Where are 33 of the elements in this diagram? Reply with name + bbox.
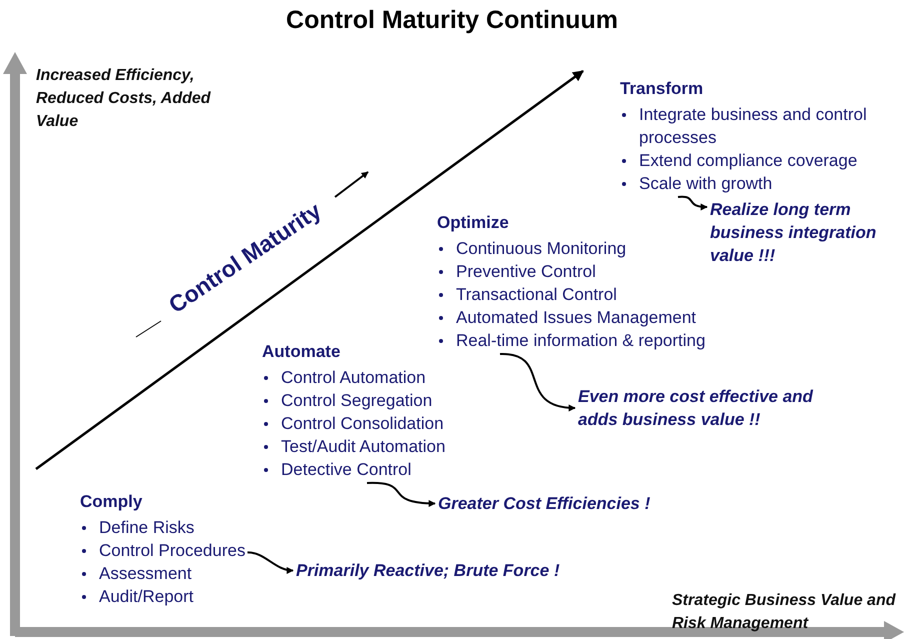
bullet-text: Real-time information & reporting bbox=[456, 331, 706, 350]
bullet-text: Test/Audit Automation bbox=[281, 437, 446, 456]
curved-arrow bbox=[500, 353, 576, 411]
stage-heading: Transform bbox=[620, 79, 704, 99]
bullet-text: Detective Control bbox=[281, 460, 412, 479]
stage-heading: Comply bbox=[80, 492, 142, 512]
bullet-text: Control Consolidation bbox=[281, 414, 444, 433]
bullet-text: Extend compliance coverage bbox=[639, 151, 858, 170]
curved-arrow bbox=[247, 551, 294, 574]
bullet-text: Control Automation bbox=[281, 368, 426, 387]
bullet-text: Define Risks bbox=[99, 518, 194, 537]
title: Control Maturity Continuum bbox=[285, 6, 619, 35]
bullet-text: Scale with growth bbox=[639, 174, 772, 193]
bullet-text: Automated Issues Management bbox=[456, 308, 696, 327]
outcome-text: Even more cost effective and adds business value !! bbox=[578, 385, 846, 431]
stage-heading: Automate bbox=[262, 342, 340, 362]
bullet-text: Transactional Control bbox=[456, 285, 617, 304]
curved-arrow bbox=[367, 482, 436, 507]
stage-block bbox=[80, 492, 246, 608]
bullet-text: Preventive Control bbox=[456, 262, 596, 281]
bullet-text: Continuous Monitoring bbox=[456, 239, 626, 258]
bullet-text: Control Segregation bbox=[281, 391, 432, 410]
outcome-text: Realize long term business integration value !!! bbox=[710, 198, 878, 267]
bullet-text: Integrate business and control processes bbox=[639, 105, 867, 147]
bullet-text: Control Procedures bbox=[99, 541, 246, 560]
bullet-text: Audit/Report bbox=[99, 587, 194, 606]
curved-arrow bbox=[678, 196, 708, 210]
stage-heading: Optimize bbox=[437, 213, 509, 233]
outcome-text: Primarily Reactive; Brute Force ! bbox=[296, 559, 616, 582]
axis-label: Increased Efficiency, Reduced Costs, Added Value bbox=[36, 66, 211, 132]
axis-label: Strategic Business Value and Risk Management bbox=[672, 591, 897, 634]
bullet-text: Assessment bbox=[99, 564, 192, 583]
outcome-text: Greater Cost Efficiencies ! bbox=[438, 492, 698, 515]
